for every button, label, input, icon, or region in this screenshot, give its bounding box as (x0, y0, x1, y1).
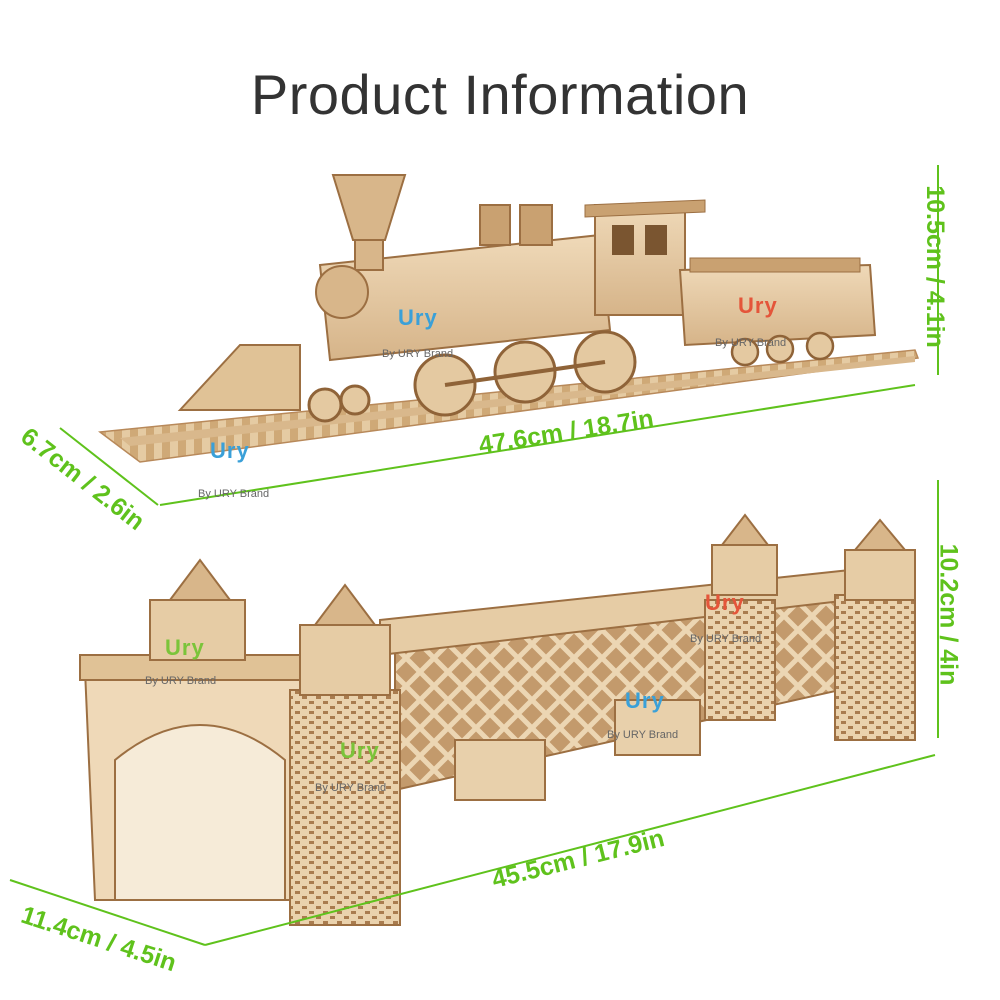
bridge-pier (614, 699, 701, 756)
bridge-tower (834, 594, 916, 741)
bridge-height-label: 10.2cm / 4in (934, 543, 963, 686)
watermark-logo: Ury (165, 635, 205, 660)
train-height-label: 10.5cm / 4.1in (920, 185, 949, 348)
watermark-caption: By URY Brand (690, 633, 762, 645)
watermark-logo: Ury (210, 438, 250, 463)
watermark-caption: By URY Brand (715, 337, 787, 349)
train-wheels (307, 330, 637, 423)
watermark-logo: Ury (340, 738, 380, 763)
watermark-logo: Ury (625, 688, 665, 713)
train-cowcatcher (177, 344, 301, 411)
bridge-tower (289, 689, 401, 926)
train-smokestack (331, 174, 407, 241)
bridge-model (79, 513, 916, 926)
page-title: Product Information (250, 63, 750, 126)
watermark-logo: Ury (398, 305, 438, 330)
train-model (98, 174, 920, 463)
watermark-caption: By URY Brand (382, 348, 454, 360)
watermark-caption: By URY Brand (145, 675, 217, 687)
watermark-caption: By URY Brand (198, 488, 270, 500)
bridge-pier (454, 739, 546, 801)
watermark-logo: Ury (705, 590, 745, 615)
watermark-caption: By URY Brand (315, 782, 387, 794)
watermark-caption: By URY Brand (607, 729, 679, 741)
dimension-lines (9, 165, 939, 946)
train-cab (594, 204, 686, 316)
watermark-logo: Ury (738, 293, 778, 318)
